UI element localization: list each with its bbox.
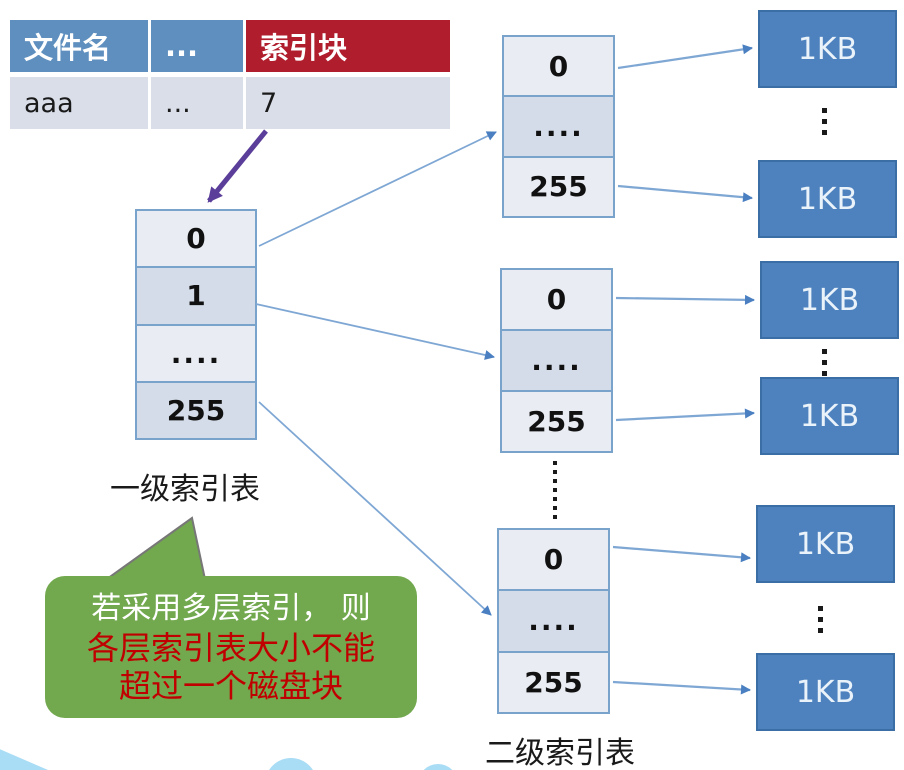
vertical-ellipsis bbox=[822, 346, 827, 379]
data-block-1kb: 1KB bbox=[758, 160, 897, 238]
level2-entry-255: 255 bbox=[499, 650, 608, 712]
bubble-decoration bbox=[418, 764, 458, 770]
data-block-1kb: 1KB bbox=[756, 505, 895, 583]
arrow-level2bottom-0-to-block bbox=[612, 545, 751, 563]
level2-entry-0: 0 bbox=[504, 37, 613, 96]
arrow-level1-0-to-level2-top bbox=[258, 131, 497, 247]
arrow-level2middle-0-to-block bbox=[615, 294, 755, 305]
arrow-level2middle-255-to-block bbox=[615, 408, 755, 422]
arrow-level2bottom-255-to-block bbox=[612, 680, 751, 695]
arrow-level2top-255-to-block bbox=[617, 184, 753, 203]
note-callout: 若采用多层索引， 则 各层索引表大小不能 超过一个磁盘块 bbox=[45, 576, 417, 718]
header-filename: 文件名 bbox=[10, 20, 148, 72]
data-block-1kb: 1KB bbox=[758, 10, 897, 88]
level1-entry-0: 0 bbox=[137, 211, 255, 267]
vertical-ellipsis bbox=[818, 603, 823, 636]
corner-wave-decoration bbox=[0, 749, 48, 770]
level2-entry-dots: .... bbox=[504, 95, 613, 156]
level2-entry-255: 255 bbox=[502, 390, 611, 451]
cell-index-block-number: 7 bbox=[246, 77, 450, 129]
callout-line2: 各层索引表大小不能 bbox=[86, 629, 375, 667]
arrow-indexblock-to-level1 bbox=[207, 129, 268, 203]
level2-index-table-top: 0 .... 255 bbox=[502, 35, 615, 218]
header-ellipsis: ... bbox=[151, 20, 243, 72]
cell-filename: aaa bbox=[10, 77, 148, 129]
level2-table-label: 二级索引表 bbox=[485, 736, 635, 770]
bubble-decoration bbox=[265, 758, 317, 770]
callout-tail bbox=[96, 516, 208, 585]
level2-entry-0: 0 bbox=[499, 530, 608, 590]
level1-entry-dots: .... bbox=[137, 323, 255, 381]
cell-ellipsis: ... bbox=[151, 77, 243, 129]
level2-entry-dots: .... bbox=[499, 589, 608, 651]
vertical-ellipsis bbox=[553, 458, 557, 521]
arrow-level1-1-to-level2-middle bbox=[255, 303, 495, 360]
callout-line1: 若采用多层索引， 则 bbox=[91, 591, 371, 626]
level1-entry-255: 255 bbox=[137, 380, 255, 438]
level2-index-table-bottom: 0 .... 255 bbox=[497, 528, 610, 714]
level1-table-label: 一级索引表 bbox=[110, 472, 260, 507]
level2-entry-0: 0 bbox=[502, 270, 611, 329]
header-index-block: 索引块 bbox=[246, 20, 450, 72]
level1-index-table: 0 1 .... 255 bbox=[135, 209, 257, 440]
level2-entry-255: 255 bbox=[504, 155, 613, 216]
arrow-level2top-0-to-block bbox=[617, 44, 753, 70]
data-block-1kb: 1KB bbox=[760, 377, 899, 455]
level2-entry-dots: .... bbox=[502, 329, 611, 390]
callout-line3: 超过一个磁盘块 bbox=[118, 667, 343, 705]
file-directory-table: 文件名 ... 索引块 aaa ... 7 bbox=[10, 20, 450, 129]
data-block-1kb: 1KB bbox=[756, 653, 895, 731]
vertical-ellipsis bbox=[822, 105, 827, 138]
level1-entry-1: 1 bbox=[137, 266, 255, 324]
data-block-1kb: 1KB bbox=[760, 261, 899, 339]
level2-index-table-middle: 0 .... 255 bbox=[500, 268, 613, 453]
